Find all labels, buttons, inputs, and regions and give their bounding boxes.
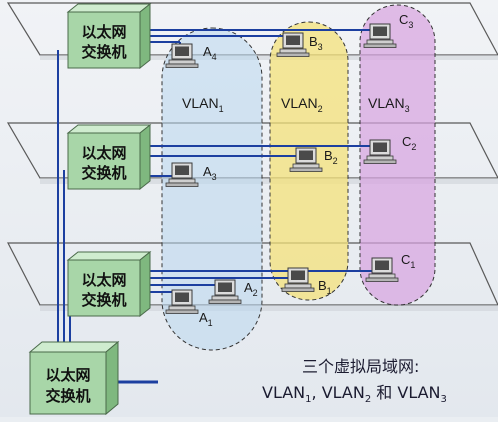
computer-c2-sub: 2 xyxy=(411,142,416,152)
caption-line1: 三个虚拟局域网: xyxy=(302,357,419,376)
switch-floor2-line1: 以太网 xyxy=(81,144,126,162)
switch-floor1-line1: 以太网 xyxy=(81,271,126,289)
computer-b1-label: B xyxy=(318,278,327,293)
computer-c1-sub: 1 xyxy=(410,260,415,270)
computer-a4-label: A xyxy=(203,44,212,59)
vlan3-region xyxy=(359,4,436,306)
svg-text:C1: C1 xyxy=(401,252,415,270)
computer-b2: B2 xyxy=(289,147,338,172)
vlan1-label: VLAN1 xyxy=(182,95,224,114)
vlan1-region xyxy=(161,27,263,351)
svg-text:A3: A3 xyxy=(203,164,217,182)
computer-a1-sub: 1 xyxy=(208,318,213,328)
computer-a3-sub: 3 xyxy=(212,172,217,182)
switch-floor3: 以太网 交换机 xyxy=(66,2,152,70)
svg-text:B1: B1 xyxy=(318,278,332,296)
switch-main-line1: 以太网 xyxy=(45,366,90,384)
switch-floor3-line1: 以太网 xyxy=(81,23,126,41)
switch-main: 以太网 交换机 xyxy=(28,340,120,416)
computer-a2-label: A xyxy=(244,280,253,295)
computer-a3: A3 xyxy=(165,162,217,187)
computer-a2: A2 xyxy=(208,279,258,304)
svg-text:A1: A1 xyxy=(199,310,213,328)
computer-b2-label: B xyxy=(324,148,333,163)
computer-a1-label: A xyxy=(199,310,208,325)
computer-c3-label: C xyxy=(399,12,408,27)
switch-floor1-line2: 交换机 xyxy=(81,291,126,309)
switch-floor3-line2: 交换机 xyxy=(81,43,126,61)
svg-text:C2: C2 xyxy=(402,134,416,152)
caption-line2: VLAN1, VLAN2 和 VLAN3 xyxy=(262,383,447,405)
computer-c3-sub: 3 xyxy=(408,20,413,30)
svg-text:B2: B2 xyxy=(324,148,338,166)
computer-c1: C1 xyxy=(365,252,415,282)
computer-a2-sub: 2 xyxy=(253,288,258,298)
svg-text:A4: A4 xyxy=(203,44,217,62)
computer-c1-label: C xyxy=(401,252,410,267)
computer-c3: C3 xyxy=(363,12,413,48)
computer-a3-label: A xyxy=(203,164,212,179)
switch-floor2-line2: 交换机 xyxy=(81,164,126,182)
vlan2-label: VLAN2 xyxy=(281,95,323,114)
switch-floor1: 以太网 交换机 xyxy=(66,250,152,318)
computer-b3: B3 xyxy=(276,32,323,57)
computer-a4: A4 xyxy=(165,43,217,68)
switch-main-line2: 交换机 xyxy=(45,387,90,405)
computer-b3-label: B xyxy=(309,34,318,49)
svg-text:A2: A2 xyxy=(244,280,258,298)
computer-c2: C2 xyxy=(363,134,416,164)
computer-a1: A1 xyxy=(165,289,213,328)
svg-text:B3: B3 xyxy=(309,34,323,52)
computer-b1: B1 xyxy=(281,267,332,296)
vlan3-label: VLAN3 xyxy=(368,95,410,114)
computer-b3-sub: 3 xyxy=(318,42,323,52)
computer-c2-label: C xyxy=(402,134,411,149)
switch-floor2: 以太网 交换机 xyxy=(66,123,152,191)
computer-b1-sub: 1 xyxy=(327,286,332,296)
computer-b2-sub: 2 xyxy=(333,156,338,166)
computer-a4-sub: 4 xyxy=(212,52,217,62)
svg-text:C3: C3 xyxy=(399,12,413,30)
